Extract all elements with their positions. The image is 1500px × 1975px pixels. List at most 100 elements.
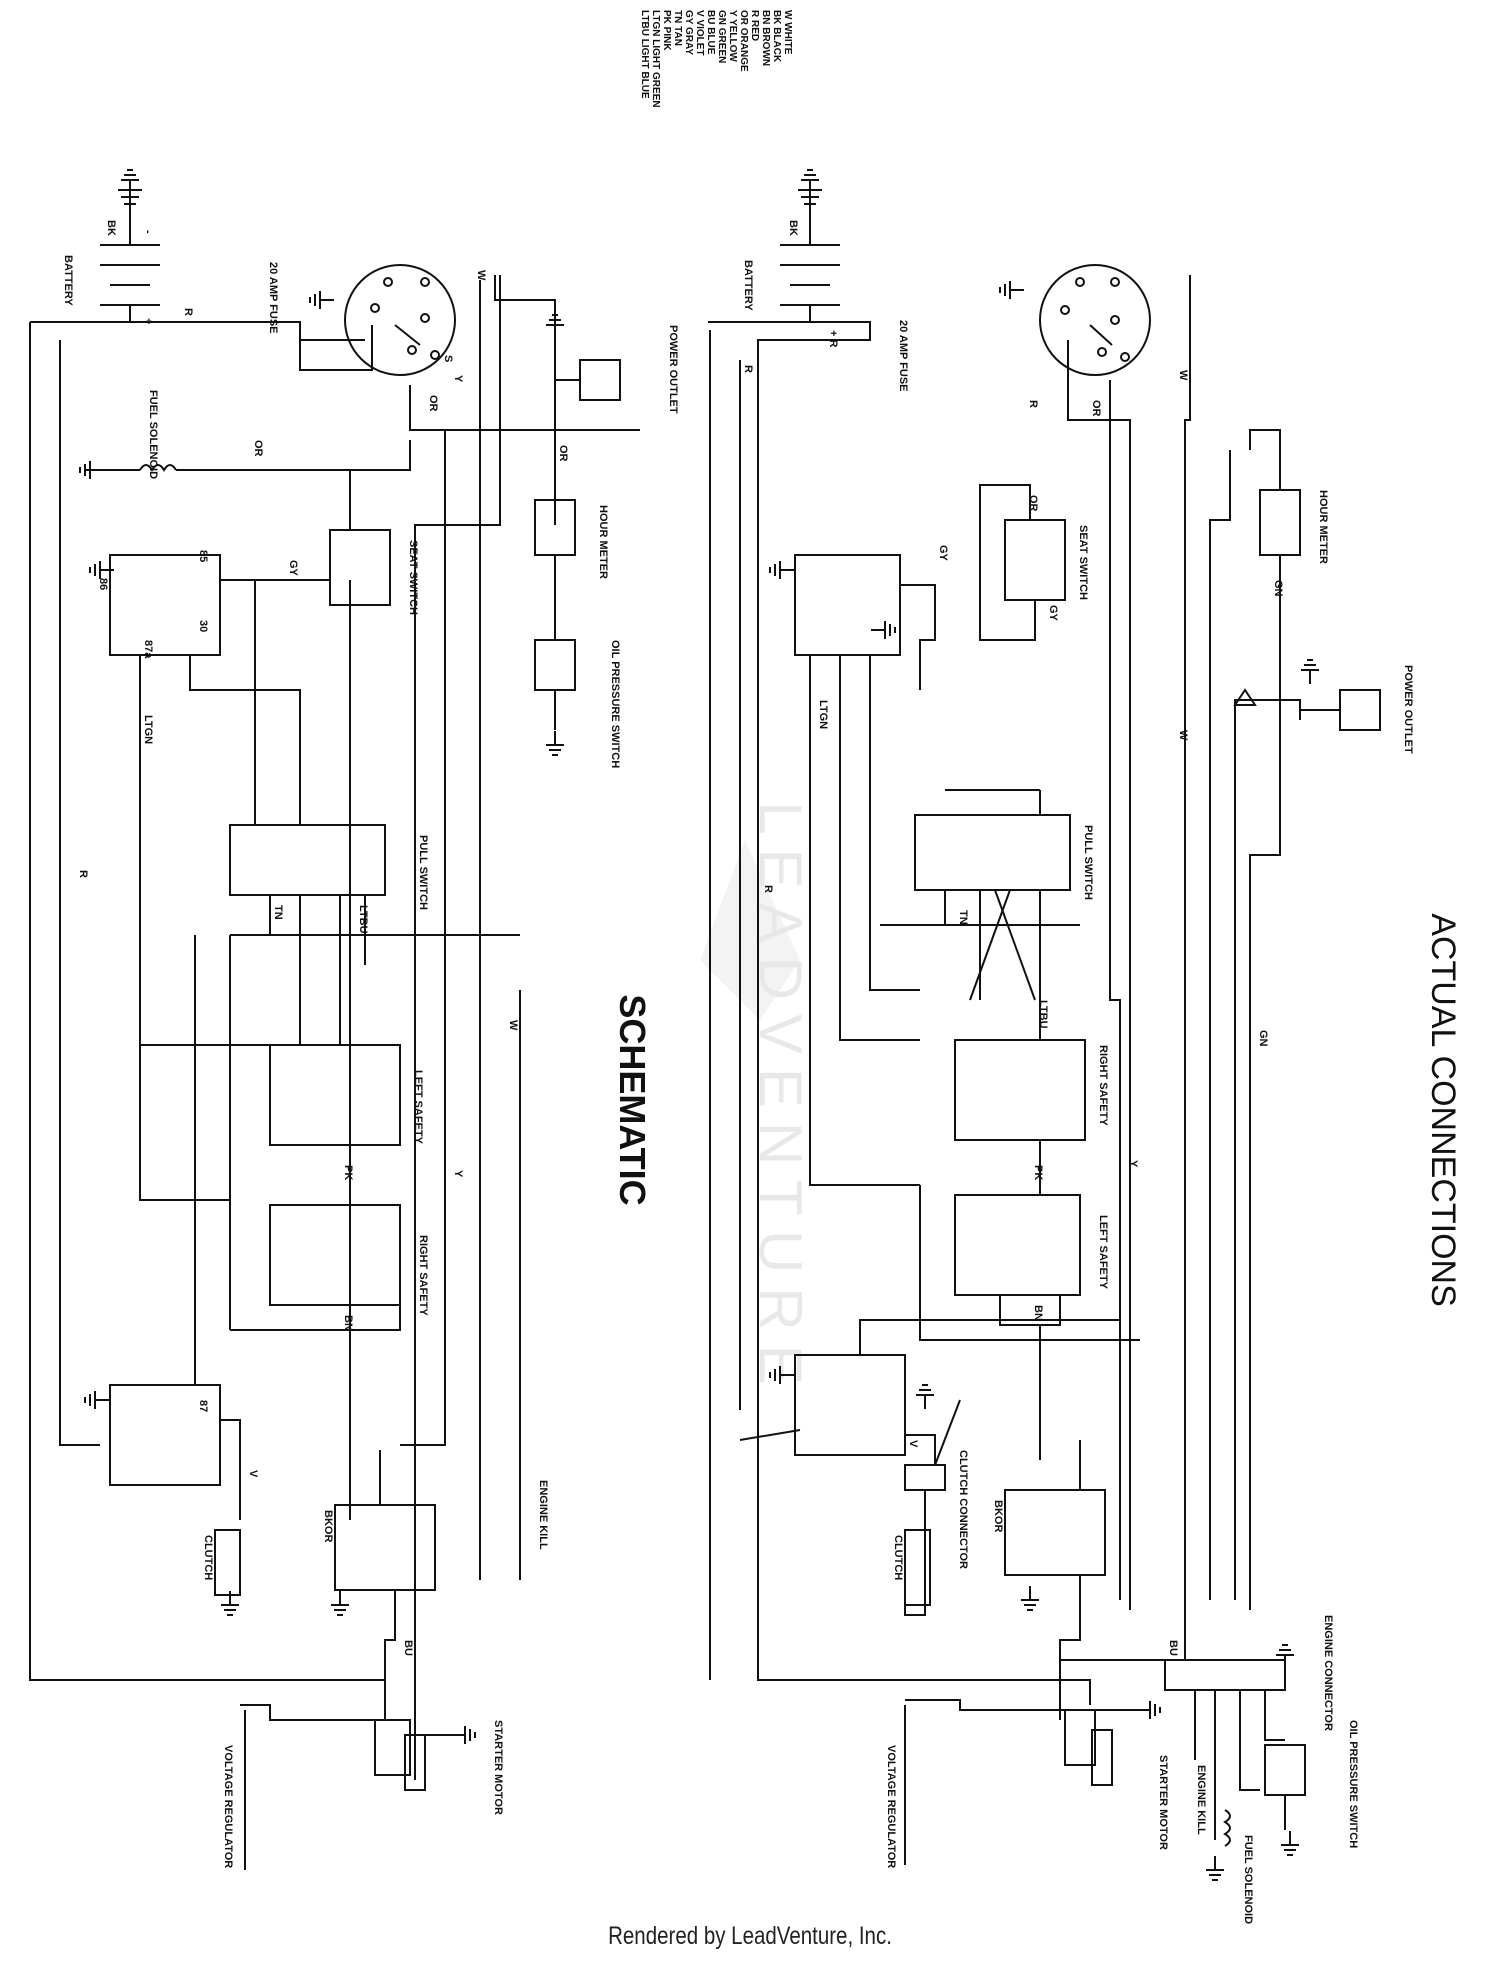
battery-symbol <box>100 189 160 322</box>
legend-item: LTGN LIGHT GREEN <box>650 10 661 108</box>
a-label-gy: GY <box>937 545 949 562</box>
a-label-bk: BK <box>787 220 799 236</box>
label-w: W <box>475 270 487 281</box>
label-ltgn: LTGN <box>142 715 154 744</box>
legend-item: LTBU LIGHT BLUE <box>639 10 650 99</box>
label-v: V <box>247 1470 259 1478</box>
schematic-labels: BATTERY BK - + 20 AMP FUSE R R OR OR OR … <box>62 220 679 1868</box>
label-p85: 85 <box>197 550 209 562</box>
label-seat-switch: SEAT SWITCH <box>407 540 419 615</box>
label-engine-kill: ENGINE KILL <box>537 1480 549 1550</box>
a-label-bn: BN <box>1032 1305 1044 1321</box>
a-label-tn: TN <box>957 910 969 925</box>
legend-item: Y YELLOW <box>727 10 738 62</box>
label-fuse: 20 AMP FUSE <box>267 262 279 334</box>
a-label-or2: OR <box>1027 495 1039 512</box>
legend-item: V VIOLET <box>694 10 705 56</box>
a-label-r3: R <box>1027 400 1039 408</box>
a-label-gn2: GN <box>1257 1030 1269 1047</box>
label-p30: 30 <box>197 620 209 632</box>
a-label-fuse: 20 AMP FUSE <box>897 320 909 392</box>
a-label-w: W <box>1177 370 1189 381</box>
label-starter-motor: STARTER MOTOR <box>492 1720 504 1815</box>
a-label-starter-motor: STARTER MOTOR <box>1157 1755 1169 1850</box>
label-oil-pressure: OIL PRESSURE SWITCH <box>609 640 621 768</box>
a-label-power-outlet: POWER OUTLET <box>1402 665 1414 754</box>
a-label-bu: BU <box>1167 1640 1179 1656</box>
label-pull-switch: PULL SWITCH <box>417 835 429 910</box>
legend-item: TN TAN <box>672 10 683 46</box>
label-p87a: 87a <box>142 640 154 659</box>
a-label-v: V <box>907 1440 919 1448</box>
label-r: R <box>182 308 194 316</box>
label-pk: PK <box>342 1165 354 1180</box>
label-or: OR <box>252 440 264 457</box>
label-r2: R <box>77 870 89 878</box>
a-label-right-safety: RIGHT SAFETY <box>1097 1045 1109 1126</box>
label-or2: OR <box>427 395 439 412</box>
a-label-gy2: GY <box>1047 605 1059 622</box>
a-label-battery: BATTERY <box>742 260 754 311</box>
label-bk: BK <box>105 220 117 236</box>
a-label-hour-meter: HOUR METER <box>1317 490 1329 564</box>
legend-item: OR ORANGE <box>738 10 749 72</box>
a-label-left-safety: LEFT SAFETY <box>1097 1215 1109 1290</box>
legend-item: PK PINK <box>661 10 672 51</box>
a-label-r2: R <box>762 885 774 893</box>
label-minus: - <box>142 230 154 234</box>
a-label-gn: GN <box>1272 580 1284 597</box>
a-label-seat-switch: SEAT SWITCH <box>1077 525 1089 600</box>
legend-item: W WHITE <box>782 10 793 55</box>
label-p87: 87 <box>197 1400 209 1412</box>
label-key-s: S <box>442 355 454 362</box>
label-key-y: Y <box>452 375 464 383</box>
label-voltage-regulator: VOLTAGE REGULATOR <box>222 1745 234 1868</box>
a-label-engine-kill: ENGINE KILL <box>1195 1765 1207 1835</box>
a-label-ltbu: LTBU <box>1037 1000 1049 1029</box>
label-clutch: CLUTCH <box>202 1535 214 1580</box>
a-label-pk: PK <box>1032 1165 1044 1180</box>
a-label-bkor: BKOR <box>992 1500 1004 1532</box>
a-label-w2: W <box>1177 730 1189 741</box>
a-label-clutch-connector: CLUTCH CONNECTOR <box>957 1450 969 1569</box>
label-y: Y <box>452 1170 464 1178</box>
legend-item: R RED <box>749 10 760 41</box>
a-label-pull-switch: PULL SWITCH <box>1082 825 1094 900</box>
a-label-fuel-solenoid: FUEL SOLENOID <box>1242 1835 1254 1924</box>
label-bu: BU <box>402 1640 414 1656</box>
schematic-diagram <box>29 189 640 1870</box>
legend-item: GN GREEN <box>716 10 727 63</box>
label-hour-meter: HOUR METER <box>597 505 609 579</box>
label-or3: OR <box>557 445 569 462</box>
label-right-safety: RIGHT SAFETY <box>417 1235 429 1316</box>
key-switch-symbol <box>344 264 456 376</box>
a-label-oil-pressure: OIL PRESSURE SWITCH <box>1347 1720 1359 1848</box>
a-label-voltage-regulator: VOLTAGE REGULATOR <box>885 1745 897 1868</box>
legend-item: BU BLUE <box>705 10 716 55</box>
label-p86: 86 <box>97 578 109 590</box>
actual-connections-title: ACTUAL CONNECTIONS <box>1424 913 1462 1307</box>
label-plus: + <box>142 318 154 324</box>
legend-item: BN BROWN <box>760 10 771 66</box>
a-label-or: OR <box>1090 400 1102 417</box>
actual-connections-diagram <box>708 189 1381 1865</box>
a-label-ltgn: LTGN <box>817 700 829 729</box>
legend-item: BK BLACK <box>771 10 782 63</box>
label-w2: W <box>507 1020 519 1031</box>
label-ltbu: LTBU <box>357 905 369 934</box>
footer-credit: Rendered by LeadVenture, Inc. <box>608 1922 892 1950</box>
schematic-title: SCHEMATIC <box>612 994 653 1205</box>
a-label-clutch: CLUTCH <box>892 1535 904 1580</box>
label-fuel-solenoid: FUEL SOLENOID <box>147 390 159 479</box>
a-label-engine-connector: ENGINE CONNECTOR <box>1322 1615 1334 1731</box>
label-gy: GY <box>287 560 299 577</box>
actual-labels: BATTERY BK 20 AMP FUSE + R R R R OR OR W… <box>742 220 1414 1924</box>
label-bkor: BKOR <box>322 1510 334 1542</box>
a-label-y: Y <box>1127 1160 1139 1168</box>
label-tn: TN <box>272 905 284 920</box>
label-battery: BATTERY <box>62 255 74 306</box>
legend-item: GY GRAY <box>683 10 694 55</box>
a-label-r: R <box>742 365 754 373</box>
